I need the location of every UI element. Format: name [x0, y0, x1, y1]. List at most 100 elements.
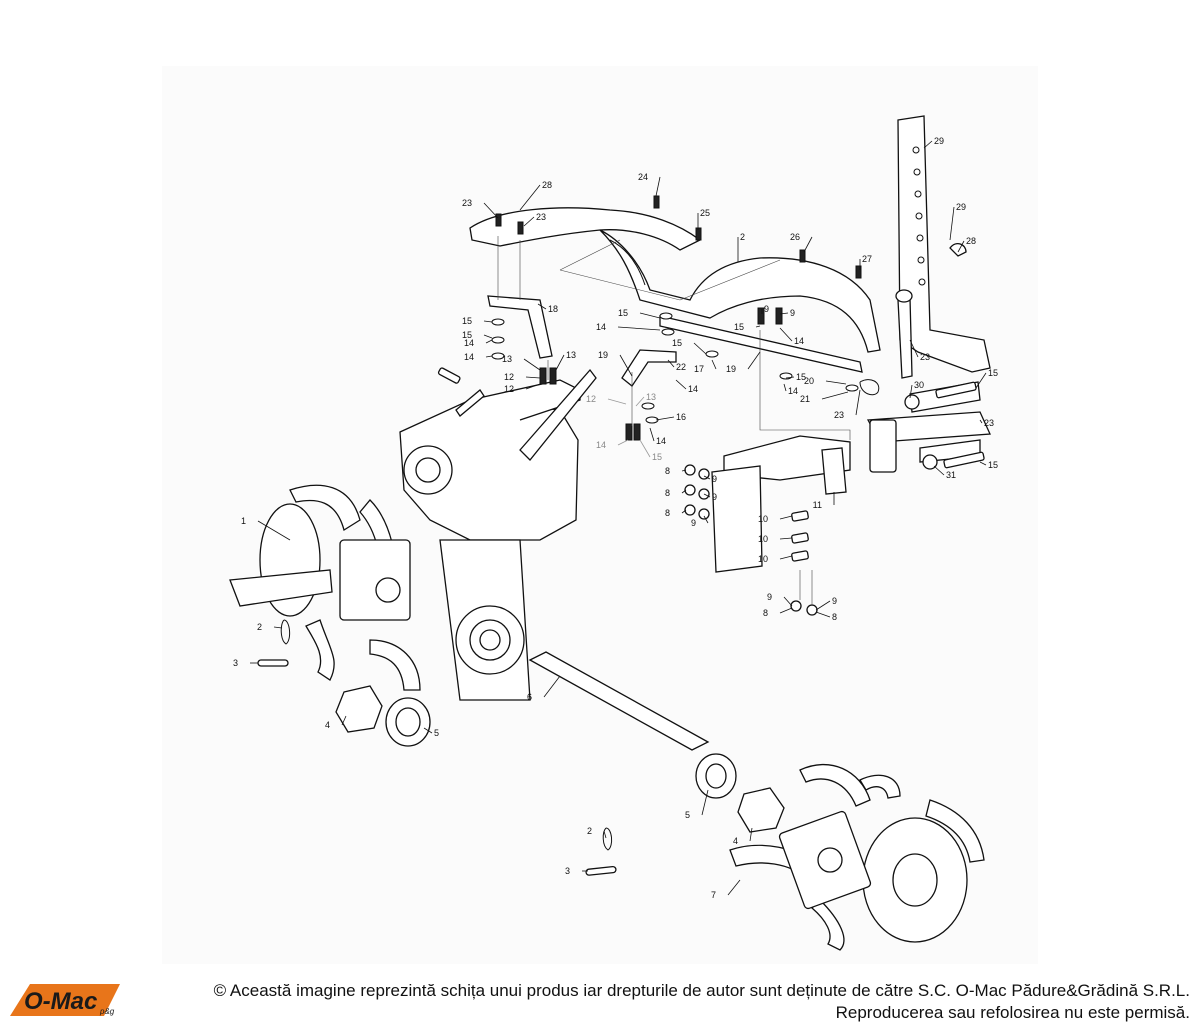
part-number-label: 9: [691, 518, 696, 528]
part-number-label: 9: [712, 474, 717, 484]
part-number-label: 8: [665, 488, 670, 498]
callout-leader: [783, 383, 787, 392]
callout-leader: [667, 359, 675, 368]
part-number-label: 14: [596, 322, 606, 332]
part-number-label: 18: [548, 304, 558, 314]
part-number-label: 8: [832, 612, 837, 622]
callout-leader: [273, 626, 283, 629]
part-number-label: 6: [527, 692, 532, 702]
part-number-label: 15: [734, 322, 744, 332]
callout-leader: [855, 389, 861, 416]
part-number-label: 23: [536, 212, 546, 222]
callout-leader: [815, 611, 831, 618]
callout-leader: [523, 216, 535, 227]
callout-leader: [779, 312, 789, 315]
part-number-label: 9: [764, 304, 769, 314]
part-number-label: 29: [934, 136, 944, 146]
part-number-label: 9: [712, 492, 717, 502]
part-number-label: 5: [685, 810, 690, 820]
part-number-label: 13: [566, 350, 576, 360]
callout-leader: [619, 354, 633, 377]
callout-leader: [979, 419, 983, 424]
callout-leader: [821, 391, 849, 400]
part-number-label: 14: [656, 436, 666, 446]
tine-set-right: [729, 763, 985, 951]
reproduction-notice: Reproducerea sau refolosirea nu este per…: [835, 1003, 1190, 1022]
part-number-label: 23: [920, 352, 930, 362]
callout-leader: [779, 327, 793, 342]
part-number-label: 8: [763, 608, 768, 618]
callout-leader: [923, 140, 933, 149]
callout-leader: [483, 334, 493, 339]
callout-leader: [703, 475, 711, 480]
callout-leader: [617, 439, 629, 446]
part-number-label: 26: [790, 232, 800, 242]
callout-leader: [933, 465, 945, 476]
callout-leader: [607, 398, 627, 405]
part-number-label: 3: [565, 866, 570, 876]
callout-leader: [785, 376, 795, 379]
part-number-label: 23: [834, 410, 844, 420]
part-number-label: 12: [504, 384, 514, 394]
part-number-label: 14: [688, 384, 698, 394]
part-number-label: 12: [504, 372, 514, 382]
part-number-label: 23: [984, 418, 994, 428]
part-number-label: 9: [832, 596, 837, 606]
omac-logo: O-Mac p&g: [10, 984, 120, 1016]
callout-leader: [727, 879, 741, 896]
part-number-label: 8: [665, 466, 670, 476]
callout-leader: [483, 320, 493, 323]
hitch-assembly: [711, 381, 991, 573]
part-number-label: 11: [813, 500, 822, 510]
part-number-label: 21: [800, 394, 810, 404]
callout-leader: [779, 537, 793, 540]
part-number-label: 8: [665, 508, 670, 518]
callout-leader: [649, 427, 655, 442]
part-number-label: 20: [804, 376, 814, 386]
callout-leader: [555, 354, 565, 371]
callout-leader: [525, 383, 541, 390]
callout-leader: [485, 339, 493, 344]
part-number-label: 14: [596, 440, 606, 450]
callout-leader: [639, 439, 651, 458]
callout-leader: [485, 355, 493, 358]
callout-leader: [701, 789, 709, 816]
part-number-label: 27: [862, 254, 872, 264]
part-number-label: 14: [788, 386, 798, 396]
part-number-label: 15: [462, 316, 472, 326]
callout-leader: [639, 312, 661, 319]
callout-leader: [803, 236, 813, 253]
part-number-label: 19: [726, 364, 736, 374]
fastener-stacks: [491, 195, 862, 616]
part-number-label: 15: [988, 368, 998, 378]
logo-subtext: p&g: [99, 1007, 115, 1016]
callout-leader: [519, 184, 541, 211]
part-number-label: 24: [638, 172, 648, 182]
part-number-label: 28: [542, 180, 552, 190]
callout-leader: [537, 303, 547, 310]
callout-leader: [783, 596, 793, 607]
callout-leader: [975, 372, 987, 389]
callout-leader: [693, 342, 707, 355]
part-number-label: 14: [464, 338, 474, 348]
callout-leader: [681, 489, 687, 494]
callout-leader: [747, 351, 761, 370]
part-number-label: 9: [767, 592, 772, 602]
callout-leader: [949, 206, 955, 241]
tine-set-left: [229, 484, 421, 691]
callout-leader: [543, 675, 561, 698]
callout-leader: [675, 379, 687, 390]
part-number-label: 2: [740, 232, 745, 242]
part-number-label: 15: [462, 330, 472, 340]
part-number-label: 10: [758, 534, 768, 544]
part-number-label: 22: [676, 362, 686, 372]
callout-leader: [635, 396, 645, 407]
callout-leader: [755, 325, 761, 328]
callout-leader: [779, 607, 793, 614]
callout-leader: [603, 830, 607, 839]
part-number-label: 15: [988, 460, 998, 470]
part-number-label: 25: [700, 208, 710, 218]
part-number-label: 19: [598, 350, 608, 360]
